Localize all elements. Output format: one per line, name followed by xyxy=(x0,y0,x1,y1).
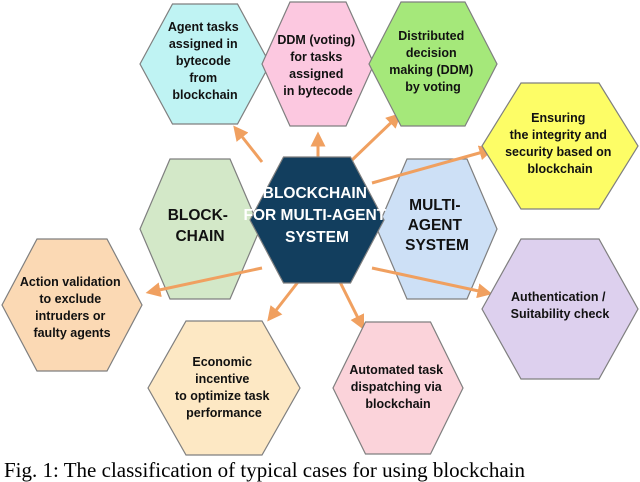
case-hex-shape xyxy=(368,1,498,127)
case-hex-line: intruders or xyxy=(35,309,105,323)
case-hex-label: Distributed decision making (DDM) by vot… xyxy=(389,29,477,94)
case-hex-line: to exclude xyxy=(39,292,101,306)
case-hex-line: dispatching via xyxy=(351,380,443,394)
blockchain-hex: BLOCK- CHAIN xyxy=(139,158,261,300)
case-hex-distributed-decision: Distributed decision making (DDM) by vot… xyxy=(368,1,498,127)
case-hex-agent-tasks: Agent tasks assigned in bytecode from bl… xyxy=(139,3,271,125)
case-hex-label: Agent tasks assigned in bytecode from bl… xyxy=(168,20,242,102)
case-hex-line: the integrity and xyxy=(510,128,607,142)
center-hex-shape xyxy=(249,156,385,284)
case-hex-label: Action validation to exclude intruders o… xyxy=(20,275,124,340)
case-hex-line: to optimize task xyxy=(175,389,270,403)
center-hex-line: SYSTEM xyxy=(285,229,349,246)
center-hex-label: BLOCKCHAIN FOR MULTI-AGENT SYSTEM xyxy=(244,185,391,246)
arrows xyxy=(145,112,495,331)
case-hex-authentication: Authentication / Suitability check xyxy=(481,238,639,380)
blockchain-hex-line: CHAIN xyxy=(175,228,224,245)
arrow-to-economic-incentive xyxy=(267,281,300,322)
case-hex-line: by voting xyxy=(405,80,461,94)
blockchain-hex-line: BLOCK- xyxy=(168,207,228,224)
multi-agent-hex-line: AGENT xyxy=(408,217,463,234)
case-hex-shape xyxy=(481,82,639,210)
case-hex-economic-incentive: Economic incentive to optimize task perf… xyxy=(147,320,301,456)
case-hex-label: Automated task dispatching via blockchai… xyxy=(349,363,446,411)
multi-agent-hex-line: MULTI- xyxy=(409,197,460,214)
case-hex-line: faulty agents xyxy=(33,326,110,340)
center-hex-line: FOR MULTI-AGENT xyxy=(244,207,387,224)
arrow-to-agent-tasks xyxy=(233,125,264,163)
center-hex: BLOCKCHAIN FOR MULTI-AGENT SYSTEM xyxy=(244,156,391,284)
case-hex-shape xyxy=(332,321,464,455)
arrow-to-automated-dispatch xyxy=(338,281,365,331)
case-hex-line: Distributed xyxy=(398,29,464,43)
case-hex-line: Suitability check xyxy=(511,307,610,321)
case-hex-line: Action validation xyxy=(20,275,121,289)
case-hex-label: Ensuring the integrity and security base… xyxy=(505,111,615,176)
case-hex-line: blockchain xyxy=(365,397,430,411)
figure-caption: Fig. 1: The classification of typical ca… xyxy=(4,458,525,482)
case-hex-line: Authentication / xyxy=(511,290,606,304)
case-hex-label: Authentication / Suitability check xyxy=(511,290,610,321)
case-hex-integrity-security: Ensuring the integrity and security base… xyxy=(481,82,639,210)
case-hex-line: blockchain xyxy=(172,88,237,102)
case-hex-label: Economic incentive to optimize task perf… xyxy=(175,355,273,420)
case-hex-line: performance xyxy=(186,406,262,420)
case-hex-line: decision xyxy=(406,46,457,60)
case-hex-line: making (DDM) xyxy=(389,63,473,77)
case-hex-line: Ensuring xyxy=(531,111,585,125)
case-hex-line: incentive xyxy=(195,372,249,386)
case-hex-line: security based on xyxy=(505,145,611,159)
case-hex-line: bytecode xyxy=(176,54,231,68)
case-hex-line: blockchain xyxy=(527,162,592,176)
center-hex-line: BLOCKCHAIN xyxy=(263,185,367,202)
blockchain-hex-label: BLOCK- CHAIN xyxy=(168,207,233,245)
case-hex-shape xyxy=(1,238,143,372)
case-hex-shape xyxy=(261,1,375,127)
arrow-to-action-validation xyxy=(145,266,263,298)
case-hex-line: Automated task xyxy=(349,363,443,377)
case-hex-line: for tasks xyxy=(290,50,342,64)
multi-agent-hex: MULTI- AGENT SYSTEM xyxy=(376,158,498,300)
case-hex-shape xyxy=(147,320,301,456)
case-hex-automated-dispatch: Automated task dispatching via blockchai… xyxy=(332,321,464,455)
multi-agent-hex-shape xyxy=(376,158,498,300)
multi-agent-hex-label: MULTI- AGENT SYSTEM xyxy=(405,197,469,254)
arrow-to-integrity-security xyxy=(371,145,495,185)
case-hex-line: from xyxy=(189,71,217,85)
case-hex-action-validation: Action validation to exclude intruders o… xyxy=(1,238,143,372)
case-hex-line: assigned xyxy=(289,67,343,81)
case-hex-line: Agent tasks xyxy=(168,20,239,34)
case-hex-line: assigned in xyxy=(169,37,238,51)
arrow-to-authentication xyxy=(371,266,493,299)
case-hex-line: in bytecode xyxy=(283,84,353,98)
case-hex-ddm-voting: DDM (voting) for tasks assigned in bytec… xyxy=(261,1,375,127)
arrow-to-distributed-decision xyxy=(348,112,402,164)
case-hex-line: Economic xyxy=(192,355,252,369)
case-hex-line: DDM (voting) xyxy=(277,33,355,47)
case-hex-shape xyxy=(481,238,639,380)
case-hex-label: DDM (voting) for tasks assigned in bytec… xyxy=(277,33,358,98)
multi-agent-hex-line: SYSTEM xyxy=(405,237,469,254)
